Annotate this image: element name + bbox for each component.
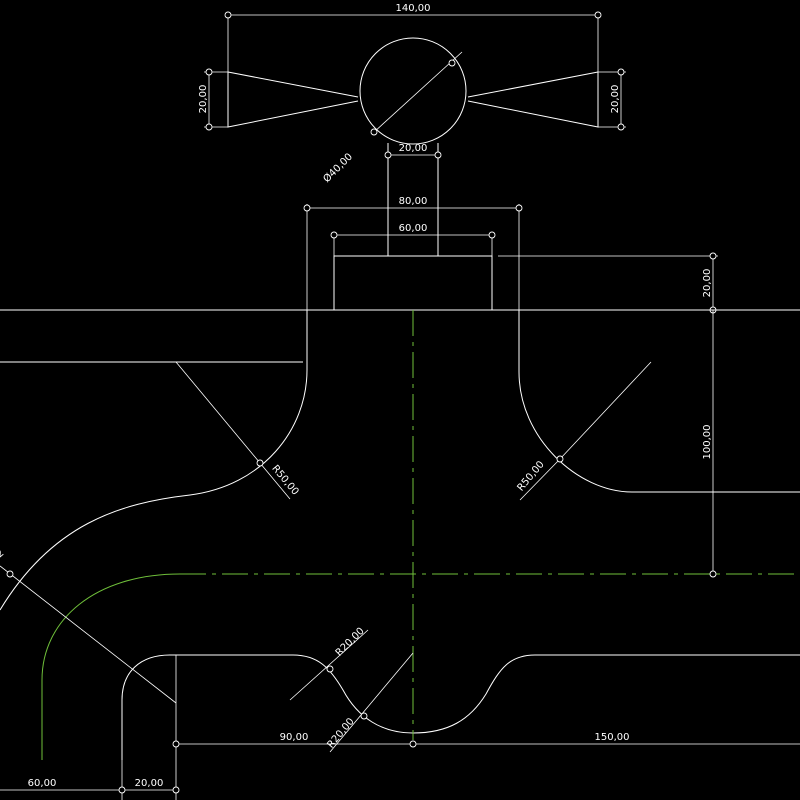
dim-bottom-spans: 90,00 150,00: [172, 655, 800, 748]
dim-stem-width-text: 20,00: [399, 143, 428, 154]
knob-diameter-line: [372, 51, 463, 134]
tap-body: [0, 309, 800, 760]
dim-bonnet-inner: 60,00: [330, 223, 496, 256]
knob-dim-node-b: [448, 59, 456, 67]
centerline-arc: [41, 573, 181, 760]
dim-knob-diameter-text: Ø40,00: [321, 151, 355, 185]
dim-fillet-small-top: R20,00: [289, 626, 369, 701]
dim-spout-left: 2: [0, 548, 177, 704]
dim-handle-height-left: 20,00: [198, 68, 228, 131]
dim-handle-width-text: 140,00: [396, 3, 431, 14]
dim-handle-height-right: 20,00: [598, 68, 626, 131]
dim-body-height-text: 100,00: [702, 425, 713, 460]
handle-knob: [359, 37, 467, 145]
dim-bonnet-inner-text: 60,00: [399, 223, 428, 234]
dim-body-height: 100,00: [702, 310, 717, 578]
dim-fillet-small-bottom: R20,00: [325, 652, 414, 753]
body-right-curve: [518, 310, 800, 493]
dim-bottom-mid-text: 20,00: [135, 778, 164, 789]
handle-wing-right: [467, 71, 599, 128]
dim-fillet-left: R50,00: [175, 361, 301, 500]
dim-bonnet-outer: 80,00: [303, 196, 523, 310]
body-left-curve: [0, 310, 308, 611]
dim-fillet-small-top-text: R20,00: [334, 626, 367, 659]
dim-edge-partial-text: 2: [0, 548, 6, 561]
bonnet: [333, 255, 493, 310]
handle-wing-left: [227, 71, 359, 128]
dim-handle-height-left-text: 20,00: [198, 85, 209, 114]
dim-handle-height-right-text: 20,00: [610, 85, 621, 114]
dim-bonnet-outer-text: 80,00: [399, 196, 428, 207]
knob-dim-node-a: [370, 128, 378, 136]
dim-bottom-left: 60,00 20,00: [0, 748, 180, 800]
dim-span-left-text: 90,00: [280, 732, 309, 743]
dim-fillet-small-bottom-text: R20,00: [325, 716, 356, 750]
dim-bonnet-height-text: 20,00: [702, 269, 713, 298]
dim-bonnet-height: 20,00: [498, 252, 718, 314]
dim-handle-width: 140,00: [224, 3, 602, 72]
dim-stem-width: 20,00: [384, 143, 442, 159]
dim-bottom-left-text: 60,00: [28, 778, 57, 789]
tap-handle: [227, 37, 599, 145]
spout-inner-contour: [121, 654, 800, 760]
dim-span-right-text: 150,00: [595, 732, 630, 743]
